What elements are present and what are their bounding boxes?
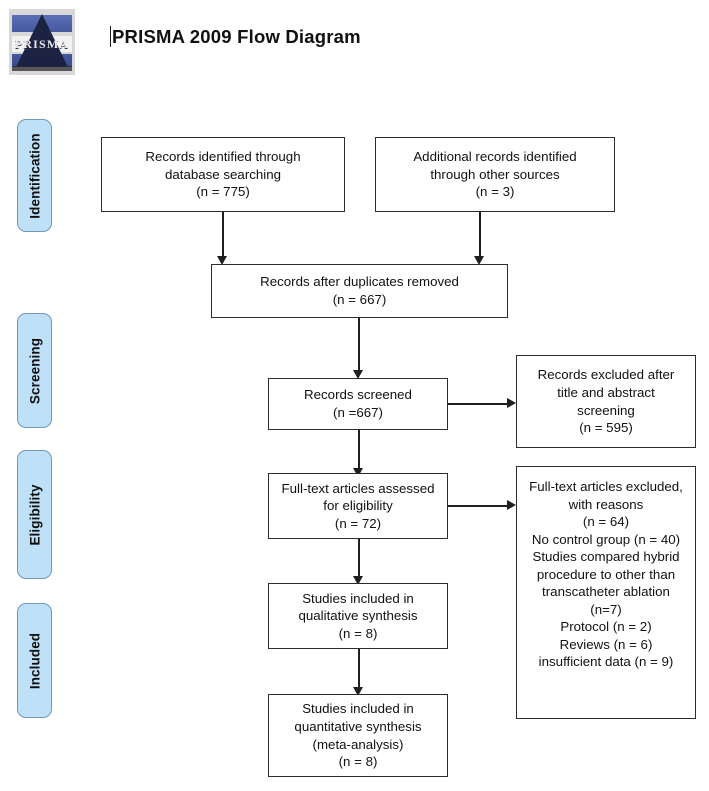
box-fulltext-excluded-reasons-text: Full-text articles excluded, with reason… [529,479,683,670]
title-text-caret [110,26,111,47]
stage-label-identification: Identification [17,119,52,232]
box-records-identified-database-text: Records identified through database sear… [145,149,301,200]
box-records-screened: Records screened (n =667) [268,378,448,430]
connector-duplicates-to-screened [358,318,360,373]
arrowhead-fulltext-to-excluded [507,500,516,510]
box-records-identified-database: Records identified through database sear… [101,137,345,212]
arrowhead-duplicates-to-screened [353,370,363,379]
connector-screened-to-fulltext [358,430,360,472]
stage-label-included: Included [17,603,52,718]
box-records-excluded: Records excluded after title and abstrac… [516,355,696,448]
box-quantitative-synthesis-text: Studies included in quantitative synthes… [294,701,422,770]
stage-label-eligibility-text: Eligibility [27,483,42,546]
stage-label-identification-text: Identification [27,132,42,219]
arrowhead-screened-to-excluded [507,398,516,408]
box-records-identified-other-text: Additional records identified through ot… [413,149,577,200]
box-records-identified-other: Additional records identified through ot… [375,137,615,212]
box-fulltext-excluded-reasons: Full-text articles excluded, with reason… [516,466,696,719]
box-duplicates-removed-text: Records after duplicates removed (n = 66… [260,274,459,307]
arrowhead-screened-to-fulltext [353,468,363,477]
connector-qualitative-to-quantitative [358,649,360,691]
box-fulltext-assessed: Full-text articles assessed for eligibil… [268,473,448,539]
box-fulltext-assessed-text: Full-text articles assessed for eligibil… [281,480,435,531]
connector-fulltext-to-qualitative [358,539,360,580]
box-quantitative-synthesis: Studies included in quantitative synthes… [268,694,448,777]
page-title: PRISMA 2009 Flow Diagram [112,26,361,47]
stage-label-included-text: Included [27,632,42,689]
logo-wordmark: PRISMA [14,37,70,51]
connector-screened-to-excluded [448,403,510,405]
connector-other-to-duplicates [479,212,481,259]
arrowhead-database-to-duplicates [217,256,227,265]
connector-fulltext-to-excluded [448,505,510,507]
logo-pyramid-icon [16,14,68,67]
box-records-excluded-text: Records excluded after title and abstrac… [537,367,675,436]
prisma-logo: PRISMA [9,9,75,75]
connector-database-to-duplicates [222,212,224,259]
box-duplicates-removed: Records after duplicates removed (n = 66… [211,264,508,318]
logo-base-shadow [12,66,72,71]
stage-label-screening-text: Screening [27,337,42,404]
stage-label-screening: Screening [17,313,52,428]
arrowhead-other-to-duplicates [474,256,484,265]
arrowhead-qualitative-to-quantitative [353,687,363,696]
box-records-screened-text: Records screened (n =667) [304,387,412,420]
arrowhead-fulltext-to-qualitative [353,576,363,585]
box-qualitative-synthesis-text: Studies included in qualitative synthesi… [298,590,418,641]
stage-label-eligibility: Eligibility [17,450,52,579]
box-qualitative-synthesis: Studies included in qualitative synthesi… [268,583,448,649]
